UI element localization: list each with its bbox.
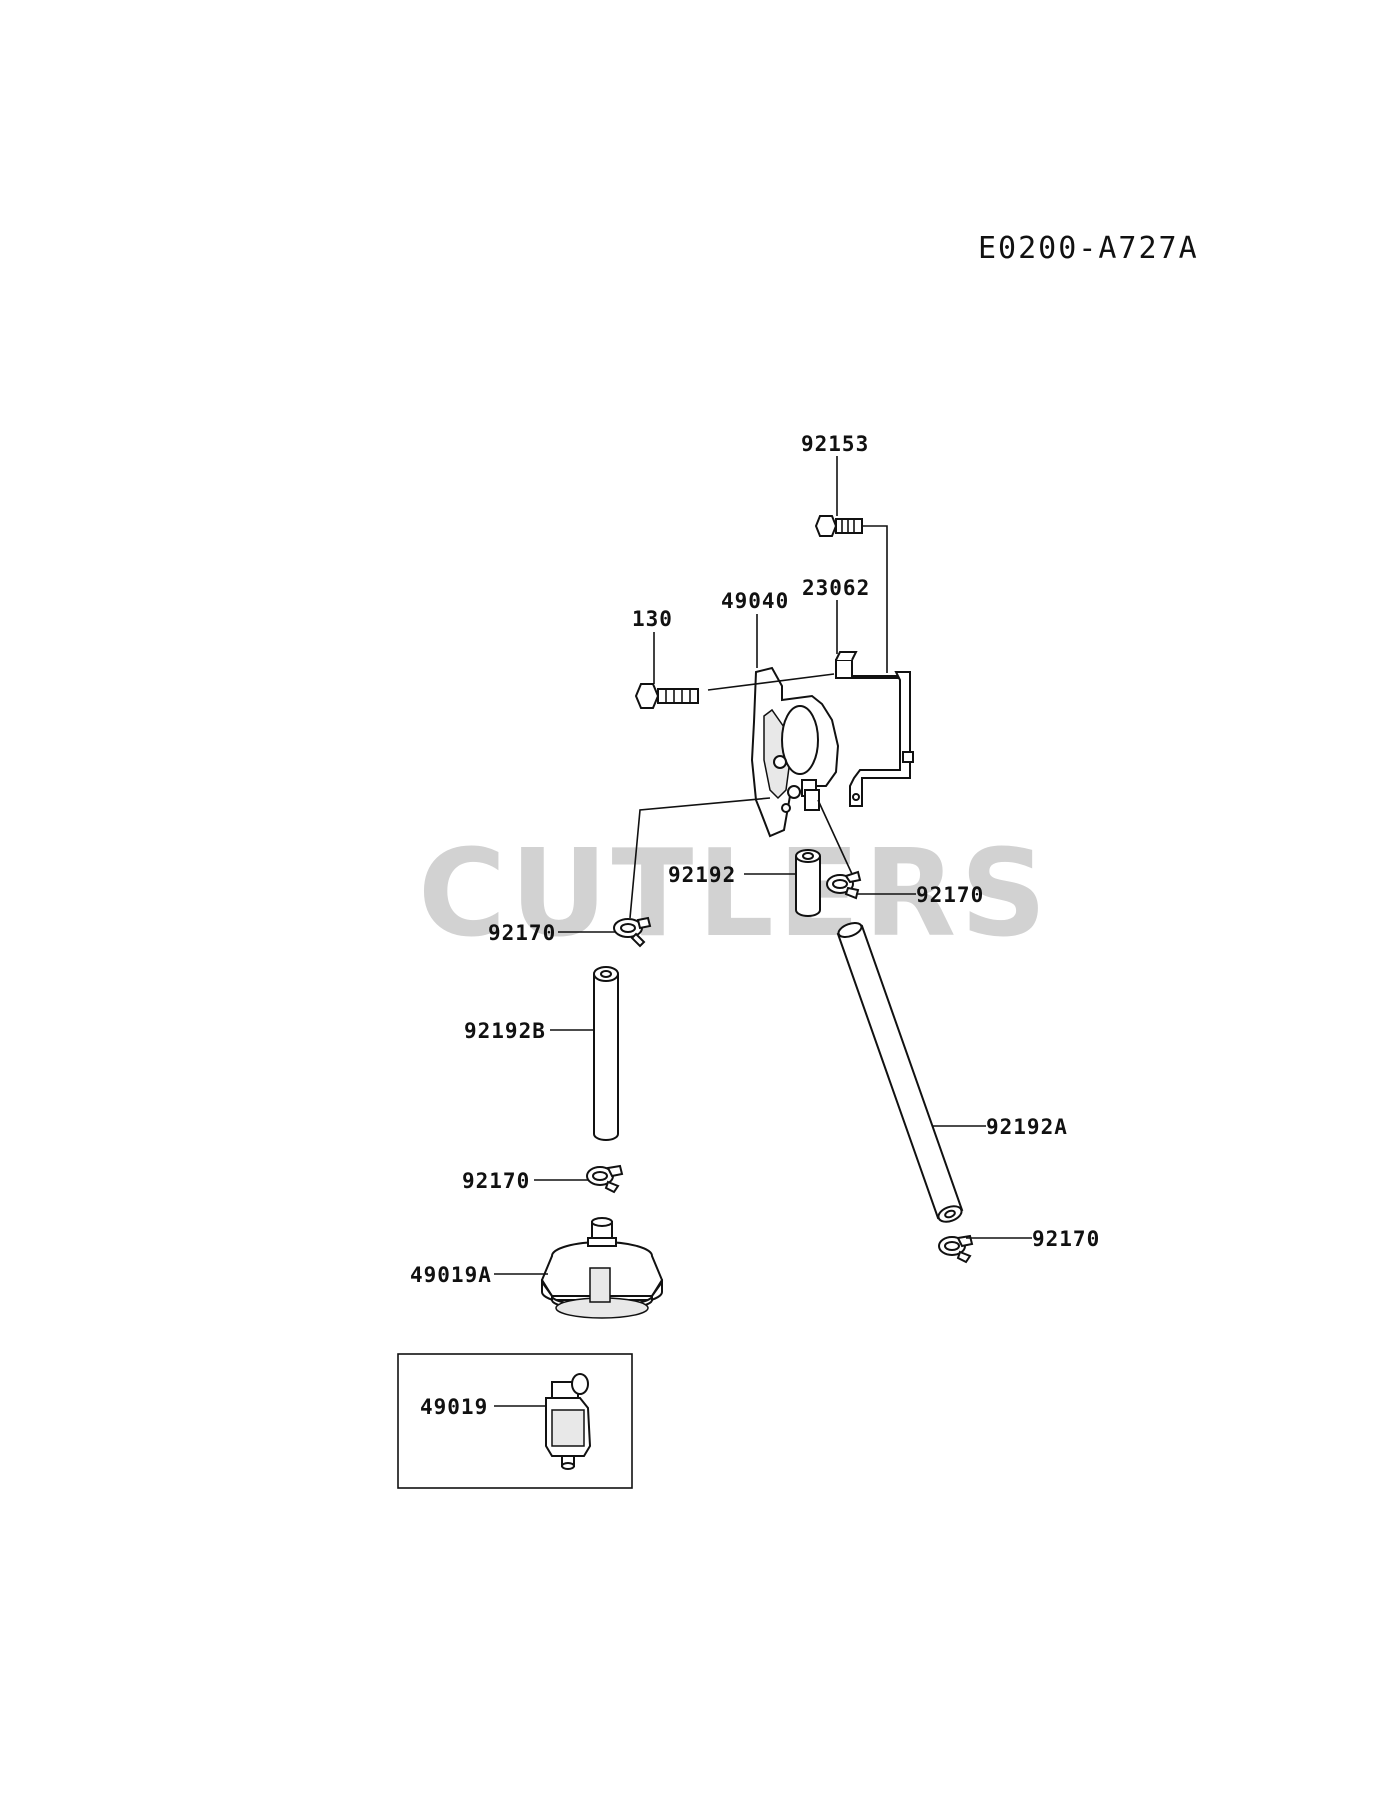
- label-49019: 49019: [420, 1395, 488, 1419]
- label-92192: 92192: [668, 863, 736, 887]
- hose-92192-part: [795, 849, 821, 917]
- label-49019a: 49019A: [410, 1263, 492, 1287]
- label-92153: 92153: [801, 432, 869, 456]
- label-92170-left-bottom: 92170: [462, 1169, 530, 1193]
- fuel-filter-49019a-part: [540, 1217, 664, 1319]
- label-92192a: 92192A: [986, 1115, 1068, 1139]
- hose-92192a-part: [836, 922, 964, 1223]
- bolt-92153-part: [814, 515, 863, 537]
- clamp-92170-right-bottom-part: [938, 1234, 974, 1264]
- clamp-92170-right-top-part: [826, 870, 862, 900]
- label-92192b: 92192B: [464, 1019, 546, 1043]
- inset-box-49019: [397, 1353, 633, 1489]
- hose-92192b-part: [593, 966, 619, 1141]
- clamp-92170-left-top-part: [613, 916, 652, 948]
- fuel-pump-49040-part: [750, 666, 840, 838]
- bolt-130-part: [634, 683, 699, 709]
- label-23062: 23062: [802, 576, 870, 600]
- fuel-filter-49019-part: [545, 1373, 592, 1470]
- label-130: 130: [632, 607, 673, 631]
- label-92170-right-top: 92170: [916, 883, 984, 907]
- bracket-23062-part: [835, 651, 914, 807]
- diagram-code: E0200-A727A: [978, 231, 1199, 266]
- watermark: CUTLERS: [418, 825, 1051, 964]
- clamp-92170-left-bottom-part: [586, 1164, 624, 1194]
- label-49040: 49040: [721, 589, 789, 613]
- label-92170-right-bottom: 92170: [1032, 1227, 1100, 1251]
- label-92170-left-top: 92170: [488, 921, 556, 945]
